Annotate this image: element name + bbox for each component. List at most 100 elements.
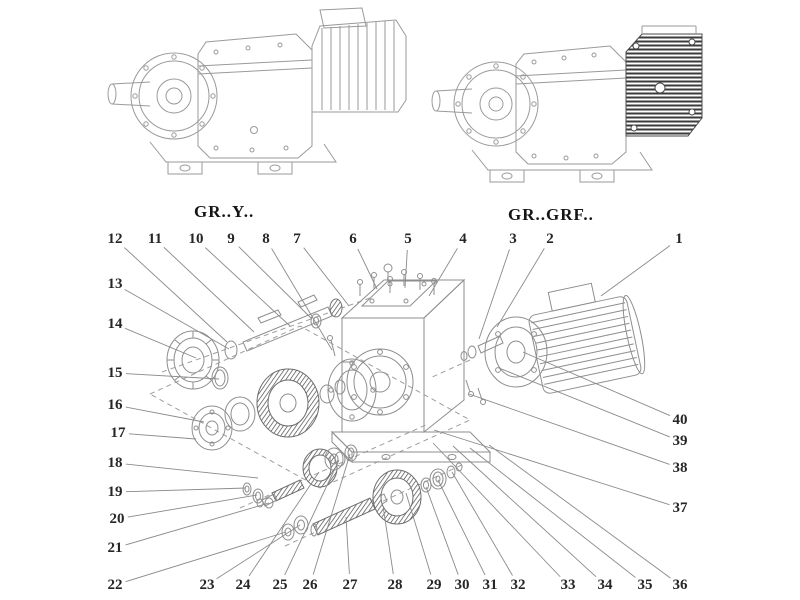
callout-number-7: 7 — [291, 230, 303, 248]
leader-line-2 — [496, 248, 545, 328]
callout-number-35: 35 — [635, 576, 655, 594]
leader-line-16 — [125, 406, 205, 423]
intermediate-gear-group — [242, 444, 358, 509]
leader-line-30 — [425, 486, 459, 575]
leader-line-17 — [128, 433, 197, 440]
callout-number-27: 27 — [340, 576, 360, 594]
leader-line-3 — [478, 249, 510, 340]
callout-number-17: 17 — [108, 424, 128, 442]
leader-line-13 — [124, 289, 230, 350]
leader-line-5 — [404, 249, 408, 289]
leader-line-29 — [405, 492, 432, 575]
leader-line-35 — [469, 447, 637, 579]
callout-number-13: 13 — [105, 275, 125, 293]
callout-number-34: 34 — [595, 576, 615, 594]
leader-line-6 — [357, 248, 378, 290]
fastener-bolts — [327, 263, 437, 357]
callout-number-14: 14 — [105, 315, 125, 333]
leader-line-40 — [522, 351, 671, 417]
leader-line-37 — [433, 429, 670, 506]
gearbox-housing — [330, 278, 492, 464]
callout-number-16: 16 — [105, 396, 125, 414]
callout-number-3: 3 — [507, 230, 519, 248]
leader-line-26 — [312, 453, 351, 575]
leader-line-33 — [432, 442, 561, 578]
leader-line-31 — [437, 479, 486, 576]
callout-number-29: 29 — [424, 576, 444, 594]
leader-line-28 — [382, 505, 394, 575]
callout-number-22: 22 — [105, 576, 125, 594]
leader-line-19 — [125, 487, 247, 493]
callout-number-26: 26 — [300, 576, 320, 594]
callout-number-18: 18 — [105, 454, 125, 472]
leader-line-14 — [124, 327, 197, 359]
input-shaft-group — [166, 294, 343, 390]
terminal-box-art — [319, 7, 367, 29]
callout-number-39: 39 — [670, 432, 690, 450]
leader-line-4 — [428, 248, 458, 297]
leader-line-32 — [451, 471, 513, 576]
leader-line-21 — [125, 502, 270, 546]
leader-line-34 — [452, 445, 598, 578]
motor-terminal-box-art — [547, 282, 596, 312]
leader-line-20 — [127, 494, 258, 518]
callout-number-11: 11 — [145, 230, 165, 248]
callout-number-21: 21 — [105, 539, 125, 557]
leader-line-23 — [215, 524, 301, 580]
callout-number-5: 5 — [402, 230, 414, 248]
callout-number-31: 31 — [480, 576, 500, 594]
callout-number-20: 20 — [107, 510, 127, 528]
callout-number-33: 33 — [558, 576, 578, 594]
leader-line-8 — [271, 248, 333, 351]
leader-line-24 — [248, 471, 320, 577]
leader-line-27 — [345, 516, 350, 575]
main-gear — [256, 368, 346, 438]
output-shaft-art — [431, 88, 473, 114]
leader-line-9 — [238, 246, 313, 320]
assembled-view-gr-grf — [431, 25, 703, 183]
leader-line-7 — [303, 247, 350, 307]
leader-line-10 — [203, 246, 291, 327]
leader-line-15 — [125, 373, 220, 380]
callout-number-38: 38 — [670, 459, 690, 477]
callout-number-23: 23 — [197, 576, 217, 594]
callout-number-37: 37 — [670, 499, 690, 517]
leader-line-39 — [498, 367, 670, 438]
exploded-view — [148, 263, 646, 547]
callout-number-40: 40 — [670, 411, 690, 429]
input-flange-block-art — [625, 25, 703, 137]
callout-number-6: 6 — [347, 230, 359, 248]
output-shaft-art — [107, 81, 151, 107]
callout-number-24: 24 — [233, 576, 253, 594]
callout-number-15: 15 — [105, 364, 125, 382]
callout-number-19: 19 — [105, 483, 125, 501]
leader-line-38 — [468, 393, 670, 465]
leader-line-12 — [122, 246, 228, 343]
bearing-cover-plate — [327, 358, 377, 422]
leader-line-22 — [125, 531, 287, 583]
callout-number-8: 8 — [260, 230, 272, 248]
motor-group — [460, 282, 646, 405]
callout-number-30: 30 — [452, 576, 472, 594]
callout-number-36: 36 — [670, 576, 690, 594]
callout-number-32: 32 — [508, 576, 528, 594]
callout-number-4: 4 — [457, 230, 469, 248]
leader-line-25 — [284, 459, 340, 576]
leader-line-18 — [125, 463, 259, 479]
model-label-gr-grf: GR..GRF.. — [508, 205, 594, 224]
assembled-view-gr-y — [107, 7, 407, 175]
callout-number-9: 9 — [225, 230, 237, 248]
callout-leader-lines — [122, 245, 672, 583]
callout-number-12: 12 — [105, 230, 125, 248]
leader-line-11 — [162, 246, 255, 333]
leader-line-1 — [600, 245, 671, 297]
bearing-group — [191, 396, 256, 451]
callout-number-1: 1 — [673, 230, 685, 248]
callout-number-25: 25 — [270, 576, 290, 594]
leader-line-36 — [488, 444, 672, 579]
model-label-gr-y: GR..Y.. — [194, 202, 255, 221]
callout-number-28: 28 — [385, 576, 405, 594]
callout-number-10: 10 — [186, 230, 206, 248]
